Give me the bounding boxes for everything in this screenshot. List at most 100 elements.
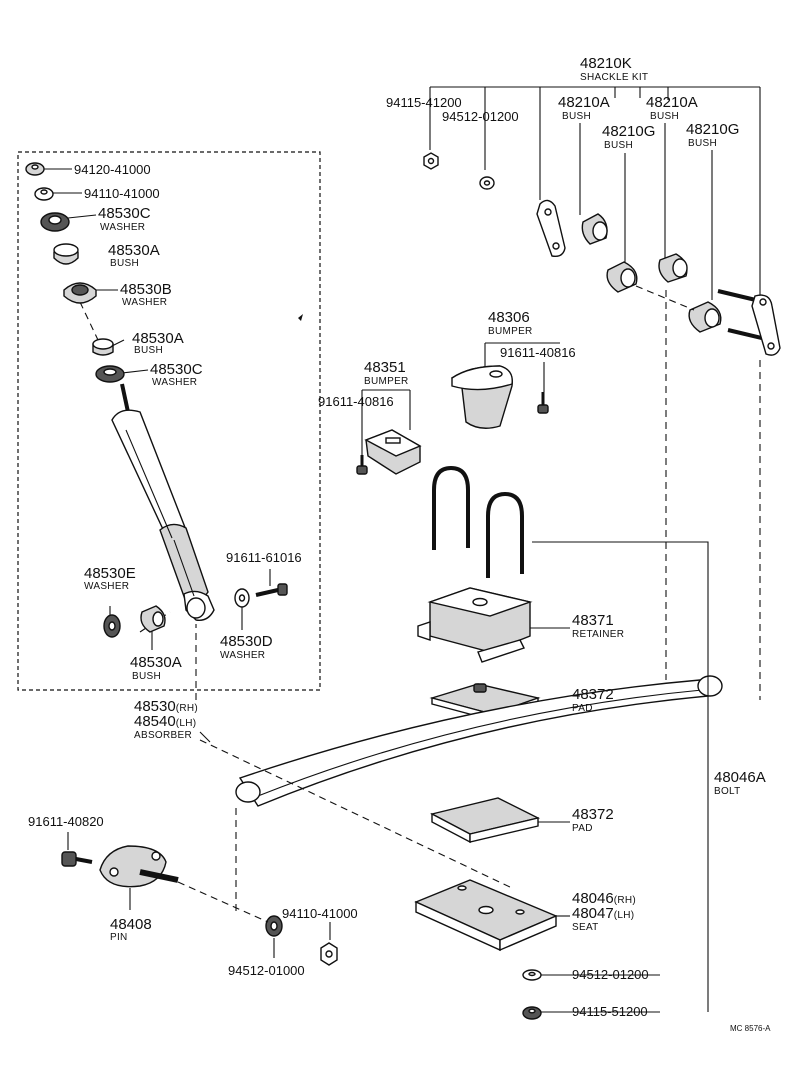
label-48530B-name: WASHER <box>122 297 167 308</box>
shackle-plate-right <box>717 289 781 356</box>
washer-48530E <box>103 614 121 638</box>
label-48210A-2: 48210A <box>646 94 698 111</box>
label-48210G-1: 48210G <box>602 123 655 140</box>
kit-part-number: 48210K <box>580 55 632 72</box>
bolt-91611-40820 <box>61 851 93 867</box>
label-91611-40816-b: 91611-40816 <box>318 394 394 409</box>
bolt-91611-40816-a <box>537 392 549 414</box>
small-arrow-mark <box>298 314 303 321</box>
bush-48210A-2 <box>658 253 688 283</box>
label-48351-name: BUMPER <box>364 376 409 387</box>
label-48210G-1-name: BUSH <box>604 140 633 151</box>
washer-48530C-2 <box>95 365 125 383</box>
shock-absorber <box>111 383 215 621</box>
label-48372-lower-name: PAD <box>572 823 593 834</box>
label-48530A-3: 48530A <box>130 654 182 671</box>
label-48047-lh: 48047(LH) <box>572 905 634 922</box>
label-48372-upper-name: PAD <box>572 703 593 714</box>
leaf-spring <box>235 675 723 807</box>
bush-48210G-1 <box>606 261 638 293</box>
label-48530B: 48530B <box>120 281 172 298</box>
label-48046-rh: 48046(RH) <box>572 890 636 907</box>
label-94110-41000-top: 94110-41000 <box>84 186 160 201</box>
nut-94120-41000 <box>25 162 45 176</box>
label-48046A: 48046A <box>714 769 766 786</box>
assembly-dashed-lines <box>177 285 761 923</box>
bolt-48046A-leaders <box>532 541 709 1013</box>
reference-code: MC 8576-A <box>730 1024 771 1033</box>
absorber-leader <box>199 731 211 743</box>
label-48530A-1-name: BUSH <box>110 258 139 269</box>
label-48530D-name: WASHER <box>220 650 265 661</box>
bumper-48351-leaders <box>361 389 411 455</box>
bush-48530A-1 <box>53 243 79 265</box>
nut-94115-51200 <box>522 1006 542 1020</box>
bolt-91611-40816-b <box>356 455 368 475</box>
label-48530E-name: WASHER <box>84 581 129 592</box>
bumper-48306 <box>450 365 513 429</box>
shackle-plate-left <box>536 199 566 258</box>
label-48372-lower: 48372 <box>572 806 614 823</box>
label-seat-name: SEAT <box>572 922 599 933</box>
absorber-group-box <box>17 151 321 691</box>
label-48210G-2-name: BUSH <box>688 138 717 149</box>
bush-48210G-2 <box>688 301 722 333</box>
bumper-48351 <box>364 429 422 475</box>
label-48306: 48306 <box>488 309 530 326</box>
label-94115-41200: 94115-41200 <box>386 95 462 110</box>
shackle-kit-leaders <box>429 86 761 300</box>
label-94512-01200-top: 94512-01200 <box>442 109 519 124</box>
label-48351: 48351 <box>364 359 406 376</box>
label-48371: 48371 <box>572 612 614 629</box>
retainer-48371 <box>417 587 533 663</box>
washer-94512-01000 <box>265 915 283 937</box>
label-91611-40816-a: 91611-40816 <box>500 345 576 360</box>
label-94120-41000: 94120-41000 <box>74 162 151 177</box>
nut-94110-41000-bottom <box>320 942 338 966</box>
label-48408: 48408 <box>110 916 152 933</box>
label-48210G-2: 48210G <box>686 121 739 138</box>
label-48530D: 48530D <box>220 633 273 650</box>
washer-48530B <box>63 282 97 304</box>
label-94512-01200-bottom: 94512-01200 <box>572 967 649 982</box>
labels: 48210K SHACKLE KIT 94115-41200 94512-012… <box>28 55 771 1033</box>
label-48306-name: BUMPER <box>488 326 533 337</box>
label-48530E: 48530E <box>84 565 136 582</box>
label-absorber-name: ABSORBER <box>134 730 192 741</box>
u-bolt-front <box>486 491 524 578</box>
label-48371-name: RETAINER <box>572 629 624 640</box>
label-48046A-name: BOLT <box>714 786 741 797</box>
label-48372-upper: 48372 <box>572 686 614 703</box>
nut-94110-41000-top <box>34 187 54 201</box>
bush-48210A-1 <box>581 213 608 245</box>
label-48210A-1-name: BUSH <box>562 111 591 122</box>
bush-48530A-3 <box>140 605 166 633</box>
label-48408-name: PIN <box>110 932 128 943</box>
label-48530C-2: 48530C <box>150 361 203 378</box>
kit-name: SHACKLE KIT <box>580 72 648 83</box>
nut-94115-41200-top <box>423 152 439 170</box>
label-94115-51200: 94115-51200 <box>572 1004 648 1019</box>
label-absorber-rh: 48530(RH) <box>134 698 198 715</box>
label-48210A-1: 48210A <box>558 94 610 111</box>
label-48210A-2-name: BUSH <box>650 111 679 122</box>
label-94512-01000: 94512-01000 <box>228 963 305 978</box>
label-94110-41000-bottom: 94110-41000 <box>282 906 358 921</box>
pin-48408 <box>99 845 179 888</box>
bush-48530A-2 <box>92 338 114 356</box>
washer-94512-01200-bottom <box>522 969 542 981</box>
bolt-91611-61016 <box>255 583 288 597</box>
label-48530A-1: 48530A <box>108 242 160 259</box>
label-48530A-2-name: BUSH <box>134 345 163 356</box>
label-91611-61016: 91611-61016 <box>226 550 302 565</box>
washer-94512-01200-top <box>479 176 495 190</box>
label-91611-40820: 91611-40820 <box>28 814 104 829</box>
label-absorber-lh: 48540(LH) <box>134 713 196 730</box>
label-48530A-3-name: BUSH <box>132 671 161 682</box>
label-48530C-1-name: WASHER <box>100 222 145 233</box>
label-48530A-2: 48530A <box>132 330 184 347</box>
washer-48530D <box>234 588 250 608</box>
u-bolt-rear <box>432 465 470 550</box>
bumper-48306-leaders <box>484 342 560 392</box>
